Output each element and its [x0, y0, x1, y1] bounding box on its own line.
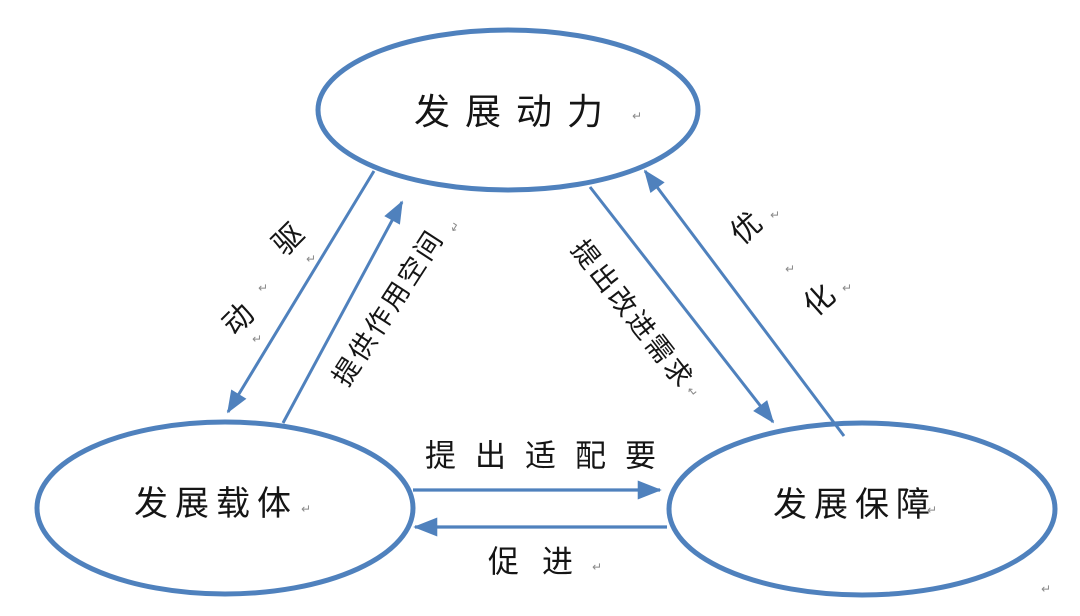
- node-guarantee-label: 发展保障: [773, 487, 937, 524]
- node-carrier-ellipse[interactable]: [34, 419, 416, 597]
- paragraph-mark: ↵: [305, 252, 317, 266]
- paragraph-mark: ↵: [591, 560, 603, 574]
- node-power-ellipse[interactable]: [315, 27, 701, 193]
- edge-adaptation-requirement-label: 提出适配要: [425, 438, 675, 474]
- arrow-improvement-demand[interactable]: [588, 186, 775, 424]
- edge-promote-label: 促进: [488, 544, 596, 580]
- node-carrier-label: 发展载体: [134, 486, 298, 523]
- node-guarantee-ellipse[interactable]: [666, 420, 1058, 598]
- arrow-optimize[interactable]: [643, 169, 846, 437]
- node-power-label: 发展动力: [413, 92, 619, 132]
- paragraph-mark: ↵: [257, 281, 269, 295]
- paragraph-mark: ↵: [769, 208, 781, 222]
- arrow-drive[interactable]: [226, 170, 376, 414]
- paragraph-mark: ↵: [1040, 582, 1052, 596]
- paragraph-mark: ↵: [841, 281, 853, 295]
- paragraph-mark: ↵: [784, 262, 796, 276]
- paragraph-mark: ↵: [251, 332, 263, 346]
- paragraph-mark: ↵: [926, 503, 938, 517]
- paragraph-mark: ↵: [631, 109, 643, 123]
- arrow-provide-space[interactable]: [281, 200, 404, 424]
- paragraph-mark: ↵: [300, 502, 312, 516]
